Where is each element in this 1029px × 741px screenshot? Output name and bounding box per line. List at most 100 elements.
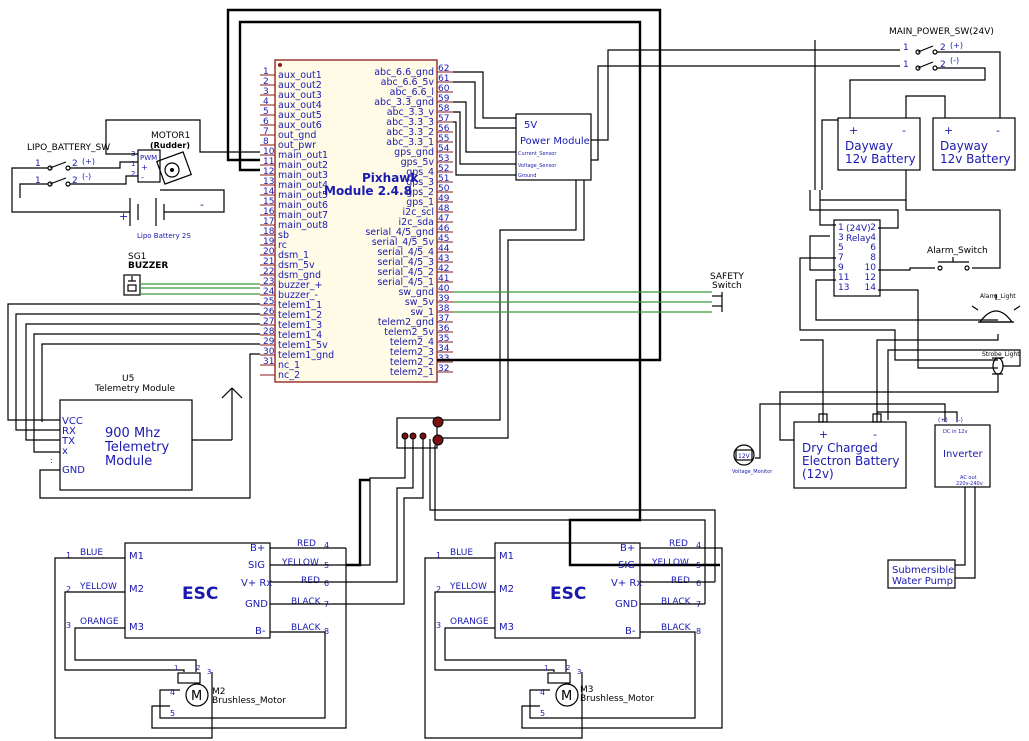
pixhawk-left-pin-num: 26 (263, 307, 275, 317)
svg-text:Brushless_Motor: Brushless_Motor (212, 696, 286, 706)
alarm-switch[interactable]: Alarm_Switch (927, 246, 988, 271)
pixhawk-right-pin-label: abc_6.6_l (390, 87, 434, 98)
pixhawk-left-pin-label: nc_1 (278, 360, 300, 371)
svg-text:Telemetry: Telemetry (104, 440, 169, 455)
pixhawk-right-pin-label: abc_6.6_gnd (374, 67, 434, 78)
pixhawk-main-out-wire (238, 20, 720, 567)
wire-esc2-m2 (434, 591, 555, 672)
wire-telem-x (33, 333, 260, 453)
pixhawk-left-pin-num: 10 (263, 147, 275, 157)
pixhawk-right-pin-label: sw_1 (410, 307, 434, 318)
telemetry-module[interactable]: U5 Telemetry Module 900 Mhz Telemetry Mo… (50, 374, 243, 491)
safety-switch[interactable]: SAFETY Switch (710, 272, 744, 312)
pixhawk-left-pin-num: 14 (263, 187, 275, 197)
relay-right-pin: 14 (865, 283, 877, 293)
pixhawk-right-pin-num: 35 (438, 334, 449, 344)
pixhawk-left-pin-num: 5 (263, 107, 269, 117)
wire-telem-rx (15, 313, 260, 431)
svg-text:V+ Rx: V+ Rx (611, 578, 642, 589)
power-module[interactable]: 5V Power Module Current_Sensor Voltage_S… (515, 113, 592, 181)
svg-text:Brushless_Motor: Brushless_Motor (580, 694, 654, 704)
wire-bat-minus-relay (820, 170, 907, 201)
svg-text:PWM: PWM (140, 154, 157, 162)
wire-relay-7 (799, 257, 998, 361)
buzzer-sg1: SG1 BUZZER (123, 252, 168, 296)
svg-text:+: + (119, 210, 128, 223)
svg-text:RED: RED (671, 576, 690, 586)
pixhawk-right-pin-num: 52 (438, 164, 449, 174)
wire-pm-3 (453, 101, 516, 153)
svg-text:+: + (141, 163, 148, 172)
svg-text:BLACK: BLACK (291, 597, 322, 607)
pixhawk-left-pin-label: dsm_gnd (278, 270, 321, 281)
pixhawk-right-pin-num: 32 (438, 364, 449, 374)
submersible-water-pump: Submersible Water Pump (887, 559, 956, 589)
power-module-title: 5V (524, 120, 537, 131)
svg-text:GND: GND (245, 599, 268, 610)
svg-text:M3: M3 (580, 685, 594, 695)
pixhawk-left-pin-label: telem1_gnd (278, 350, 334, 361)
pixhawk-left-pin-label: rc (278, 240, 287, 251)
svg-text:12v Battery: 12v Battery (940, 152, 1011, 166)
svg-text:RED: RED (297, 539, 316, 549)
svg-text:M: M (561, 689, 572, 704)
svg-text:5: 5 (540, 709, 545, 718)
wire-relay-3 (809, 235, 836, 271)
inverter: (+) (-) DC in 12v Inverter AC out 220v-2… (934, 417, 991, 488)
svg-text:Telemetry Module: Telemetry Module (94, 384, 175, 394)
pixhawk-right-pin-label: abc_6.6_5v (381, 77, 435, 88)
pixhawk-right-pin-label: i2c_scl (403, 207, 434, 218)
pixhawk-left-pin-num: 3 (263, 87, 269, 97)
lipo-battery-switch[interactable]: LIPO_BATTERY_SW 1 2 (+) 1 2 (-) (27, 143, 110, 187)
pixhawk-right-pin-label: telem2_5v (384, 327, 434, 338)
svg-text:Strobe_Light: Strobe_Light (982, 351, 1020, 358)
wire-pm-down (437, 180, 577, 421)
svg-text:Relay: Relay (846, 234, 871, 244)
dry-charged-battery: + - Dry Charged Electron Battery (12v) (793, 413, 907, 489)
svg-text:8: 8 (324, 627, 329, 636)
wire-voltage-monitor (755, 403, 823, 459)
pixhawk-left-pin-num: 13 (263, 177, 274, 187)
pixhawk-left-pin-label: telem1_2 (278, 310, 322, 321)
svg-text:SIG: SIG (618, 560, 635, 571)
svg-text:B-: B- (625, 626, 636, 637)
relay-left-pin: 1 (838, 223, 844, 233)
svg-text:RED: RED (301, 576, 320, 586)
power-module-pin-voltage: Voltage_Sensor (518, 163, 557, 169)
motor1-rudder[interactable]: MOTOR1 (Rudder) PWM + - 3 1 2 (131, 131, 193, 185)
esc-1[interactable]: ESC M1 M2 M3 B+ SIG V+ Rx GND B- (124, 542, 272, 639)
pixhawk-right-pin-label: telem2_3 (390, 347, 434, 358)
svg-text:2: 2 (436, 585, 441, 594)
pixhawk-right-pin-num: 44 (438, 244, 450, 254)
svg-text:Water Pump: Water Pump (892, 576, 953, 587)
svg-text:M2: M2 (212, 687, 226, 697)
pixhawk-left-pin-num: 8 (263, 137, 269, 147)
wire-pm-main (591, 49, 900, 141)
wire-esc1-sig (346, 439, 406, 566)
svg-text:12V: 12V (738, 453, 751, 460)
svg-text:Voltage_Monitor: Voltage_Monitor (732, 469, 773, 475)
svg-text:1: 1 (174, 664, 178, 672)
alarm-light: Alarm_Light (971, 293, 1021, 323)
svg-text:+: + (849, 124, 858, 137)
relay-left-pin: 5 (838, 243, 844, 253)
pixhawk-right-pin-label: gps_5v (401, 157, 435, 168)
pixhawk-right-pin-num: 36 (438, 324, 450, 334)
svg-text:4: 4 (696, 541, 701, 550)
pixhawk-right-pin-label: abc_3.3_1 (386, 137, 434, 148)
wire-inverter-plus (823, 403, 946, 422)
svg-text:3: 3 (207, 668, 211, 676)
main-power-switch[interactable]: MAIN_POWER_SW(24V) 1 2 (+) 1 2 (-) (889, 27, 994, 71)
pixhawk-left-pin-num: 15 (263, 197, 274, 207)
esc-2[interactable]: ESC M1 M2 M3 B+ SIG V+ Rx GND B- (494, 542, 642, 639)
pixhawk-right-pin-num: 40 (438, 284, 450, 294)
svg-text:-: - (996, 124, 1000, 137)
relay-left-pin: 13 (838, 283, 849, 293)
pixhawk-left-pin-num: 7 (263, 127, 269, 137)
pixhawk-right-pin-label: sw_gnd (398, 287, 434, 298)
svg-text:B+: B+ (250, 543, 265, 554)
svg-text:Inverter: Inverter (943, 449, 984, 460)
wire-strobe-down (779, 374, 999, 441)
